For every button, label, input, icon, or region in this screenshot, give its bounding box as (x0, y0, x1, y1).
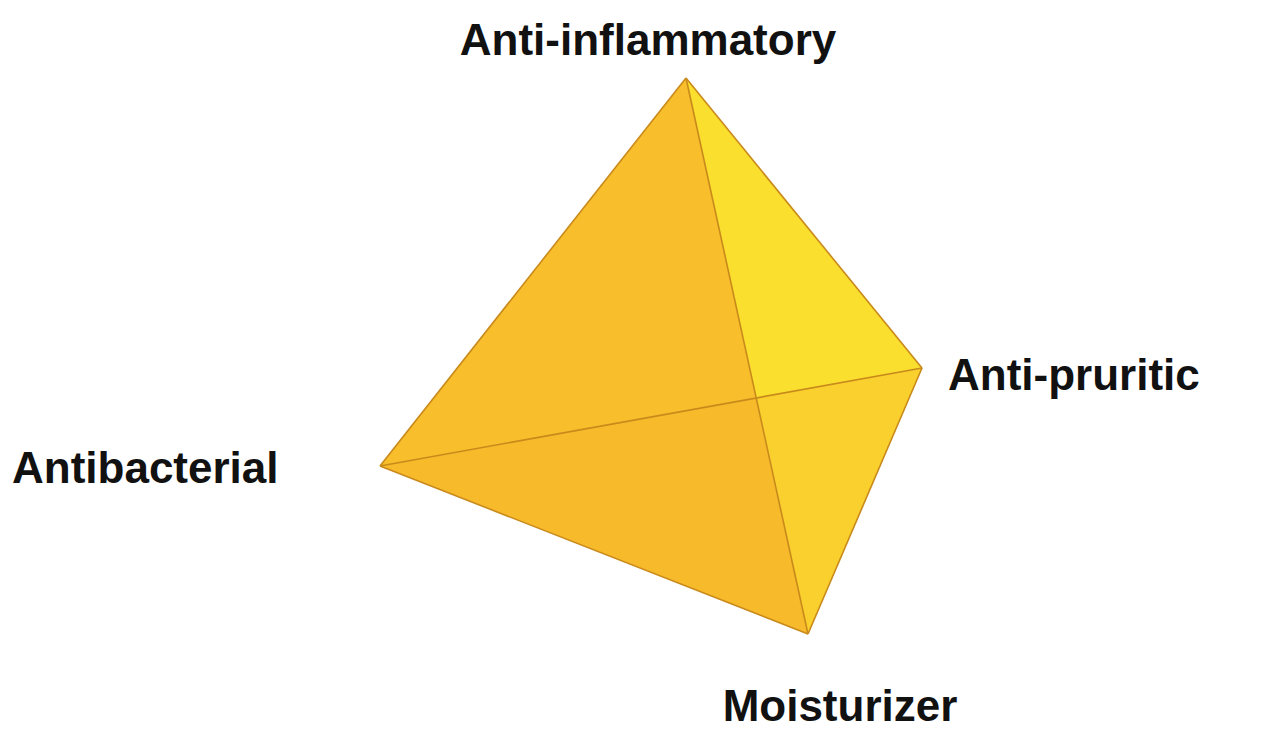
vertex-label: Anti-inflammatory (460, 16, 836, 64)
tetrahedron-edges (380, 78, 922, 634)
vertex-label: Moisturizer (723, 682, 958, 730)
vertex-label: Antibacterial (12, 444, 279, 492)
tetrahedron-base-face (380, 368, 922, 634)
vertex-label: Anti-pruritic (948, 351, 1200, 399)
